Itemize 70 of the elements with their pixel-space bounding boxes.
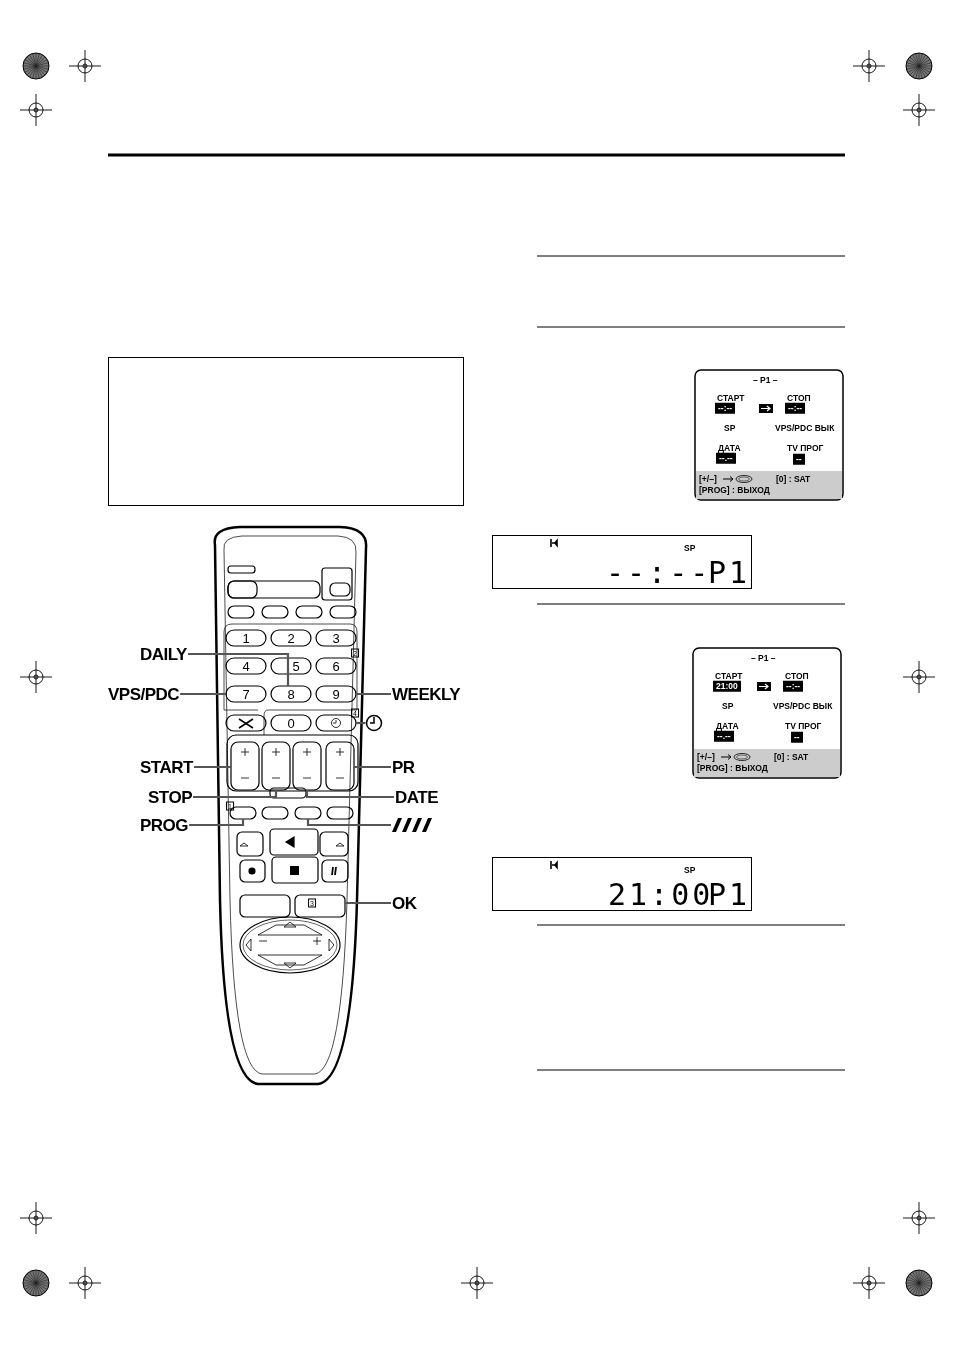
remote-button (294, 806, 322, 820)
key-digit: 2 (287, 631, 295, 645)
leader-line (354, 765, 391, 769)
field-value: --.-- (716, 452, 736, 464)
callout-label: WEEKLY (392, 685, 461, 703)
clock-icon (365, 714, 383, 732)
key-digit: 1 (242, 631, 250, 645)
field-value: --:-- (715, 402, 736, 414)
leader-line (306, 819, 391, 827)
field-value: -- (791, 731, 803, 743)
leader-line (356, 721, 366, 725)
leader-line (193, 765, 231, 769)
leader-line (345, 901, 391, 905)
key-digit: 3 (332, 631, 340, 645)
leader-line (189, 819, 245, 827)
callout-label: START (140, 758, 193, 776)
field-label: TV ПРОГ (785, 721, 822, 731)
leader-line (305, 790, 394, 799)
key-hint: [0] : SAT (774, 752, 809, 762)
remote-button (325, 741, 355, 791)
leader-line (193, 790, 278, 799)
key-digit: 4 (242, 659, 250, 673)
callout-label: DAILY (140, 645, 187, 663)
status-text: VPS/PDC ВЫК (773, 701, 833, 711)
field-label: СТОП (785, 671, 809, 681)
stripes-icon (392, 818, 432, 832)
callout-label: VPS/PDC (108, 685, 180, 703)
field-value: --.-- (714, 730, 734, 742)
remote-button (230, 741, 260, 791)
field-label: TV ПРОГ (787, 443, 824, 453)
screen-title: – P1 – (751, 653, 776, 663)
key-digit: 5 (292, 659, 300, 673)
mode-indicator: SP (684, 865, 696, 875)
key-hint: [PROG] : ВЫХОД (697, 763, 768, 773)
field-label: ДАТА (718, 443, 741, 453)
remote-button (294, 894, 346, 918)
key-digit: 6 (332, 659, 340, 673)
field-value: --:-- (783, 680, 804, 692)
remote-button (315, 714, 357, 732)
key-hint: [0] : SAT (776, 474, 811, 484)
remote-button (261, 741, 291, 791)
field-value: -- (793, 453, 805, 465)
status-text: VPS/PDC ВЫК (775, 423, 835, 433)
field-label: СТАРТ (717, 393, 745, 403)
callout-label: PR (392, 758, 415, 776)
mode-text: SP (722, 701, 734, 711)
remote-button: 9 (315, 685, 357, 703)
field-label: СТАРТ (715, 671, 743, 681)
key-hint: [+/–] (699, 474, 717, 484)
field-value: 21:00 (713, 680, 741, 692)
field-value: --:-- (785, 402, 806, 414)
callout-label: PROG (140, 816, 189, 834)
leader-line (180, 692, 226, 696)
callout-label: OK (392, 894, 417, 912)
remote-button: 8 (270, 685, 312, 703)
field-label: ДАТА (716, 721, 739, 731)
callout-label: STOP (148, 788, 192, 806)
remote-button: 7 (225, 685, 267, 703)
mode-indicator: SP (684, 543, 696, 553)
leader-line (188, 652, 290, 686)
screen-title: – P1 – (753, 375, 778, 385)
remote-button (229, 806, 257, 820)
mode-text: SP (724, 423, 736, 433)
leader-line (356, 692, 391, 696)
callout-label: DATE (395, 788, 438, 806)
field-label: СТОП (787, 393, 811, 403)
key-hint: [+/–] (697, 752, 715, 762)
remote-button (292, 741, 322, 791)
key-digit: 0 (287, 716, 295, 730)
key-hint: [PROG] : ВЫХОД (699, 485, 770, 495)
